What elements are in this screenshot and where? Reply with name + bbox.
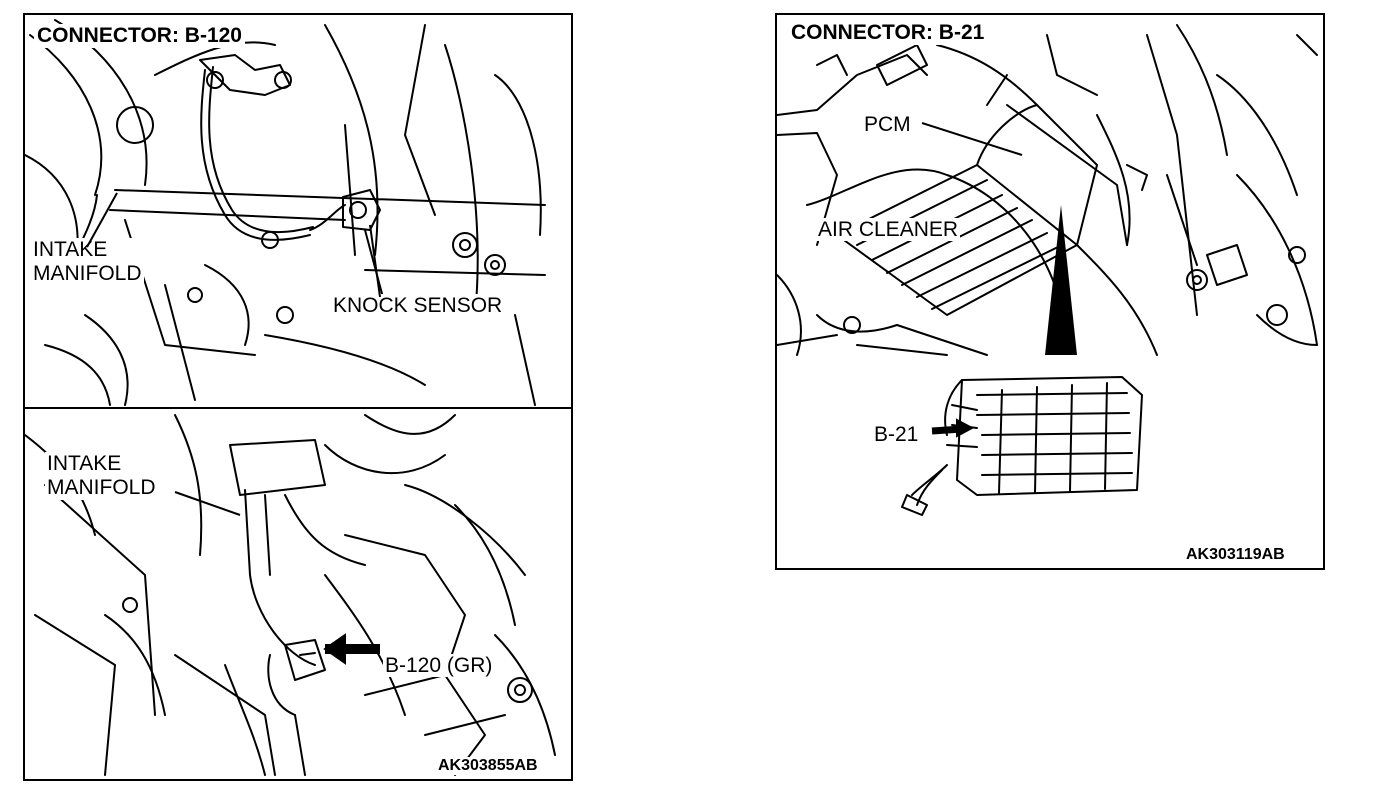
intake-manifold-label-top: INTAKE MANIFOLD [31,238,144,286]
figure-title: CONNECTOR: B-21 [788,21,988,45]
intake-manifold-label-bottom: INTAKE MANIFOLD [45,452,158,500]
b21-connector-label: B-21 [872,423,921,446]
knock-sensor-label: KNOCK SENSOR [331,294,505,317]
air-cleaner-label: AIR CLEANER [816,218,961,241]
b120-connector-label: B-120 (GR) [383,654,495,677]
figure-title: CONNECTOR: B-120 [34,24,245,48]
pcm-label: PCM [862,113,913,136]
leader-lines [86,192,381,665]
figure-code: AK303119AB [1184,546,1287,564]
right-connector-figure: CONNECTOR: B-21 PCM AIR CLEANER B-21 AK3… [775,13,1325,570]
panel-divider [25,407,571,409]
left-connector-figure: CONNECTOR: B-120 INTAKE MANIFOLD KNOCK S… [23,13,573,781]
figure-code: AK303855AB [436,757,540,775]
leader-lines [921,122,1023,438]
